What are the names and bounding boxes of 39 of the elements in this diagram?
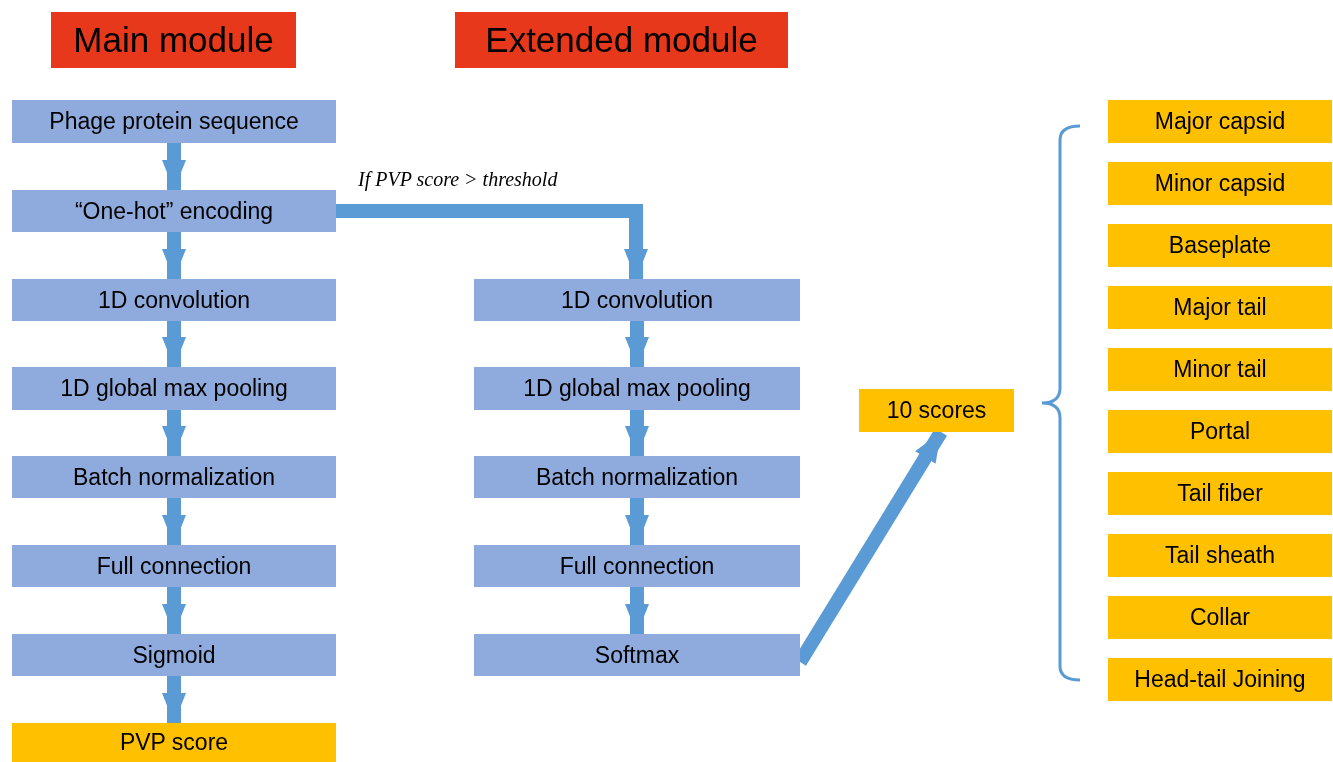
- process-box: 1D convolution: [12, 279, 336, 321]
- edge-label: If PVP score > threshold: [356, 168, 560, 191]
- arrow: [162, 143, 186, 190]
- process-box: Phage protein sequence: [12, 100, 336, 143]
- output-box: 10 scores: [859, 389, 1014, 432]
- arrow: [162, 232, 186, 279]
- process-box: Batch normalization: [12, 456, 336, 498]
- process-box: 1D global max pooling: [12, 367, 336, 410]
- arrow: [162, 321, 186, 367]
- output-box: Collar: [1108, 596, 1332, 639]
- output-box: Minor tail: [1108, 348, 1332, 391]
- arrow: [625, 587, 649, 634]
- process-box: Full connection: [474, 545, 800, 587]
- process-box: Softmax: [474, 634, 800, 676]
- process-box: Full connection: [12, 545, 336, 587]
- output-box: Tail fiber: [1108, 472, 1332, 515]
- output-box: PVP score: [12, 723, 336, 762]
- process-box: Batch normalization: [474, 456, 800, 498]
- process-box: Sigmoid: [12, 634, 336, 676]
- output-box: Portal: [1108, 410, 1332, 453]
- arrow: [336, 204, 648, 279]
- arrow: [625, 321, 649, 367]
- output-box: Major tail: [1108, 286, 1332, 329]
- arrow: [162, 676, 186, 723]
- arrow: [162, 410, 186, 456]
- arrow: [625, 410, 649, 456]
- process-box: 1D convolution: [474, 279, 800, 321]
- output-box: Tail sheath: [1108, 534, 1332, 577]
- output-box: Minor capsid: [1108, 162, 1332, 205]
- output-box: Major capsid: [1108, 100, 1332, 143]
- module-header: Main module: [51, 12, 296, 68]
- arrow: [162, 498, 186, 545]
- process-box: 1D global max pooling: [474, 367, 800, 410]
- arrow: [625, 498, 649, 545]
- process-box: “One-hot” encoding: [12, 190, 336, 232]
- output-box: Head-tail Joining: [1108, 658, 1332, 701]
- module-header: Extended module: [455, 12, 788, 68]
- arrow: [162, 587, 186, 634]
- output-box: Baseplate: [1108, 224, 1332, 267]
